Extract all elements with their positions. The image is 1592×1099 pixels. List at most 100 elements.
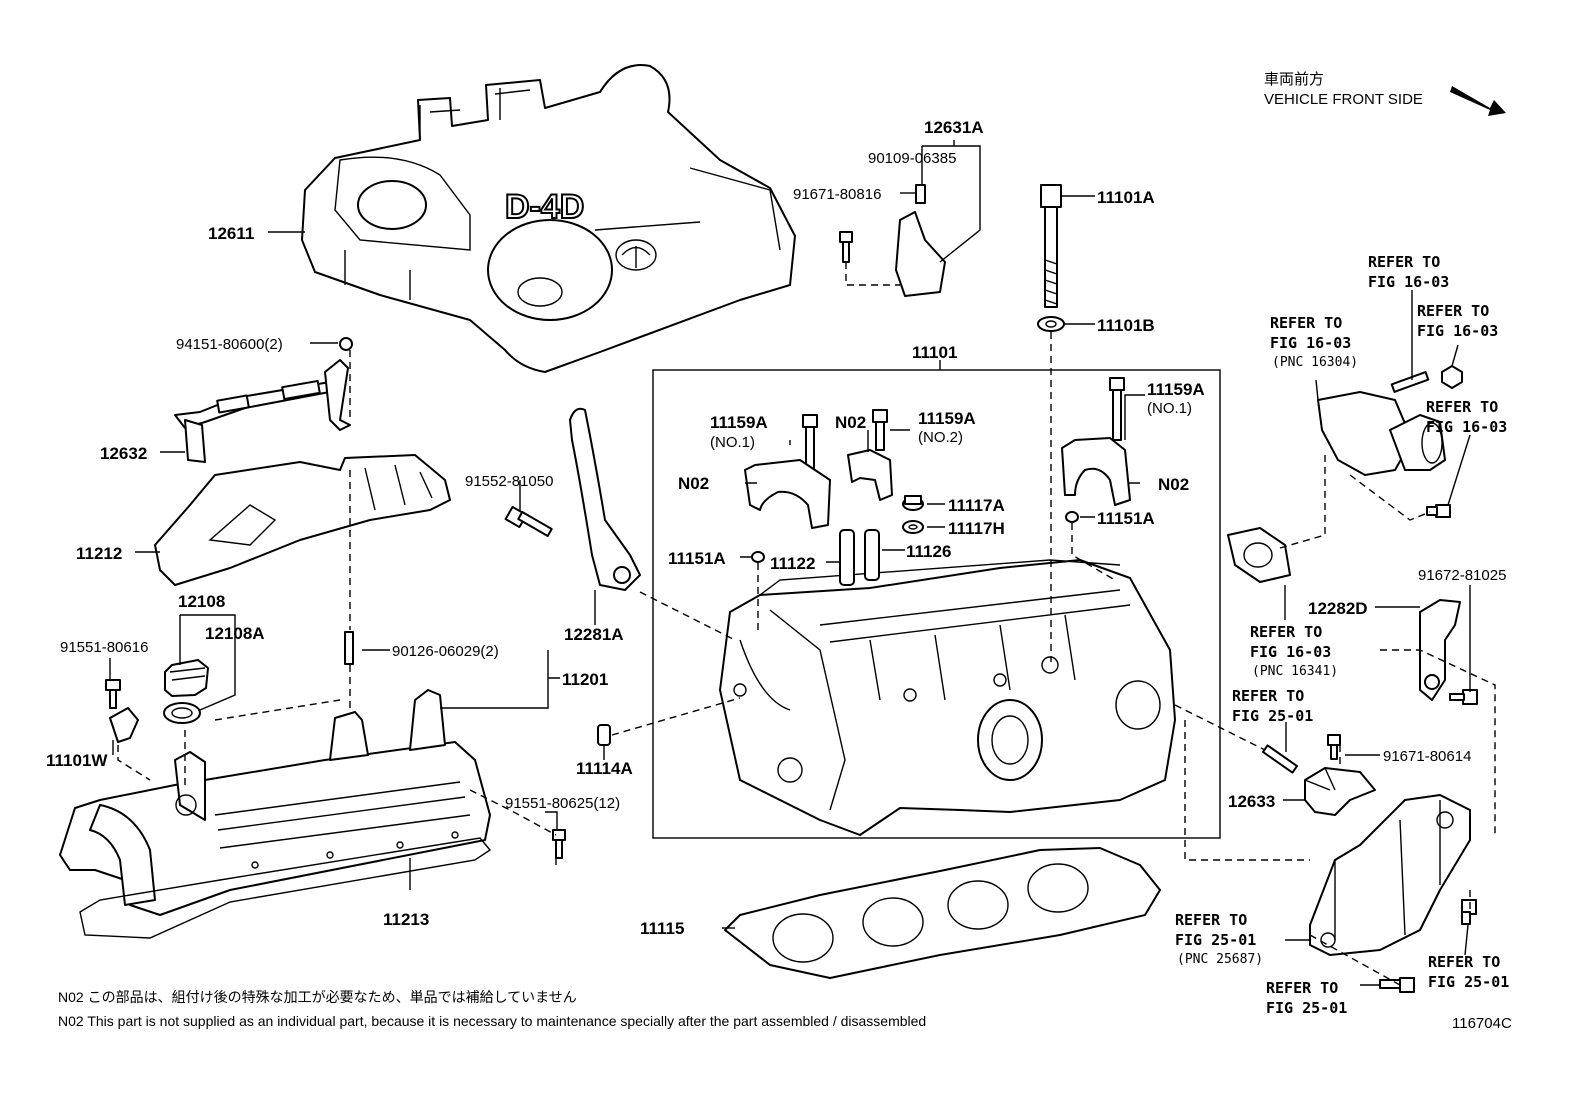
label-12281A: 12281A xyxy=(564,625,624,644)
svg-text:FIG 25-01: FIG 25-01 xyxy=(1232,707,1313,725)
refer-label-3: REFER TO FIG 16-03 xyxy=(1417,302,1498,340)
stud-refer-16-03[interactable] xyxy=(1390,371,1430,393)
label-11159A-middle-no: (NO.2) xyxy=(918,429,963,446)
bolt-refer-16-03[interactable] xyxy=(1426,504,1451,518)
label-11114A: 11114A xyxy=(576,759,633,778)
label-N02-middle: N02 xyxy=(835,413,866,432)
svg-text:(PNC 16341): (PNC 16341) xyxy=(1252,664,1338,679)
bolt-91551-80625[interactable] xyxy=(552,829,566,859)
nut-refer-16-03[interactable] xyxy=(1441,365,1463,389)
bracket-refer-25-01-pnc25687[interactable] xyxy=(1309,794,1471,956)
gasket-11117H[interactable] xyxy=(902,520,924,534)
vehicle-front-arrow-icon xyxy=(1450,86,1506,116)
water-outlet-assembly[interactable] xyxy=(1317,391,1446,476)
plug-11151A-right[interactable] xyxy=(1065,511,1079,523)
label-11101W: 11101W xyxy=(46,751,108,770)
bolt-11159A-no2[interactable] xyxy=(872,409,888,451)
label-12611: 12611 xyxy=(208,224,254,243)
gasket-12108A[interactable] xyxy=(163,702,201,724)
bolt-91672-81025[interactable] xyxy=(1449,689,1478,705)
svg-text:(PNC 16304): (PNC 16304) xyxy=(1272,355,1358,370)
pin-11114A[interactable] xyxy=(597,724,611,746)
label-11159A-left-no: (NO.1) xyxy=(710,434,755,451)
stud-refer-25-01[interactable] xyxy=(1261,744,1299,774)
bearing-cap-N02-middle[interactable] xyxy=(847,449,893,501)
tube-11122[interactable] xyxy=(839,529,855,586)
label-11159A-middle: 11159A xyxy=(918,409,976,428)
oil-filler-cap-12108[interactable] xyxy=(164,659,209,697)
figure-id: 116704C xyxy=(1452,1015,1512,1032)
label-11151A-left: 11151A xyxy=(668,549,726,568)
bolt-91671-80816[interactable] xyxy=(839,231,853,263)
label-12633: 12633 xyxy=(1228,792,1275,811)
svg-text:FIG 16-03: FIG 16-03 xyxy=(1417,322,1498,340)
bolt-refer-25-01-b[interactable] xyxy=(1379,977,1415,993)
label-11101A: 11101A xyxy=(1097,188,1155,207)
svg-text:REFER TO: REFER TO xyxy=(1428,953,1500,971)
plug-11117A[interactable] xyxy=(902,495,924,511)
refer-label-4: REFER TO FIG 16-03 xyxy=(1426,398,1507,436)
label-11151A-right: 11151A xyxy=(1097,509,1155,528)
svg-text:REFER TO: REFER TO xyxy=(1232,687,1304,705)
engine-cover-12611[interactable]: D-4D xyxy=(301,64,796,373)
label-11201: 11201 xyxy=(562,670,608,689)
head-bolt-11101A[interactable] xyxy=(1040,184,1062,308)
bracket-11101W[interactable] xyxy=(109,707,139,743)
label-11159A-right-no: (NO.1) xyxy=(1147,400,1192,417)
svg-text:FIG 16-03: FIG 16-03 xyxy=(1426,418,1507,436)
svg-text:REFER TO: REFER TO xyxy=(1266,979,1338,997)
cylinder-head-11101[interactable] xyxy=(719,559,1176,836)
svg-text:REFER TO: REFER TO xyxy=(1270,314,1342,332)
label-11212: 11212 xyxy=(76,544,122,563)
svg-text:FIG 25-01: FIG 25-01 xyxy=(1428,973,1509,991)
bearing-cap-N02-right[interactable] xyxy=(1061,437,1131,506)
leader-lines xyxy=(109,140,1471,986)
svg-text:REFER TO: REFER TO xyxy=(1368,253,1440,271)
bearing-cap-N02-left[interactable] xyxy=(744,459,831,529)
svg-text:REFER TO: REFER TO xyxy=(1175,911,1247,929)
label-90126-06029: 90126-06029(2) xyxy=(392,643,499,660)
label-94151-80600: 94151-80600(2) xyxy=(176,336,283,353)
head-gasket-11115[interactable] xyxy=(724,847,1161,979)
plug-11151A-left[interactable] xyxy=(751,551,765,563)
gasket-refer-16-03-pnc16341[interactable] xyxy=(1227,527,1291,583)
engine-hanger-12281A[interactable] xyxy=(569,407,641,591)
note-jp: N02 この部品は、組付け後の特殊な加工が必要なため、単品では補給していません xyxy=(58,989,577,1005)
alignment-lines xyxy=(117,262,1496,986)
label-11117H: 11117H xyxy=(948,519,1005,538)
note-en: N02 This part is not supplied as an indi… xyxy=(58,1013,926,1029)
cylinder-head-cover-11201[interactable] xyxy=(59,689,492,939)
bolt-11159A-no1-right[interactable] xyxy=(1109,377,1125,441)
refer-label-6: REFER TO FIG 25-01 xyxy=(1232,687,1313,725)
label-11159A-left: 11159A xyxy=(710,413,768,432)
stud-91552-81050[interactable] xyxy=(504,505,553,537)
svg-text:FIG 16-03: FIG 16-03 xyxy=(1368,273,1449,291)
part-labels: 車両前方 VEHICLE FRONT SIDE 12611 12631A 901… xyxy=(46,71,1512,1032)
washer-11101B[interactable] xyxy=(1037,316,1065,332)
label-12282D: 12282D xyxy=(1308,599,1368,618)
bolt-91551-80616[interactable] xyxy=(105,679,121,709)
bracket-12633[interactable] xyxy=(1304,767,1376,816)
refer-label-9: REFER TO FIG 25-01 xyxy=(1266,979,1347,1017)
svg-text:REFER TO: REFER TO xyxy=(1426,398,1498,416)
tube-11126[interactable] xyxy=(864,529,880,581)
label-12108: 12108 xyxy=(178,592,225,611)
engine-badge-text: D-4D xyxy=(505,188,584,226)
bolt-91671-80614[interactable] xyxy=(1327,734,1341,760)
bolt-refer-25-01-a[interactable] xyxy=(1461,899,1477,925)
engine-hanger-12282D[interactable] xyxy=(1419,599,1461,701)
stud-90126-06029[interactable] xyxy=(344,631,354,665)
bracket-12631A[interactable] xyxy=(895,184,946,297)
label-11115: 11115 xyxy=(640,919,684,938)
rod-12632[interactable] xyxy=(174,337,353,463)
label-11117A: 11117A xyxy=(948,496,1005,515)
label-91672-81025: 91672-81025 xyxy=(1418,567,1506,584)
label-91551-80625: 91551-80625(12) xyxy=(505,795,620,812)
label-N02-left: N02 xyxy=(678,474,709,493)
label-N02-right: N02 xyxy=(1158,475,1189,494)
insulator-11212[interactable] xyxy=(154,454,451,586)
refer-label-2: REFER TO FIG 16-03 (PNC 16304) xyxy=(1270,314,1358,370)
label-11101B: 11101B xyxy=(1097,316,1155,335)
label-91671-80816: 91671-80816 xyxy=(793,186,881,203)
